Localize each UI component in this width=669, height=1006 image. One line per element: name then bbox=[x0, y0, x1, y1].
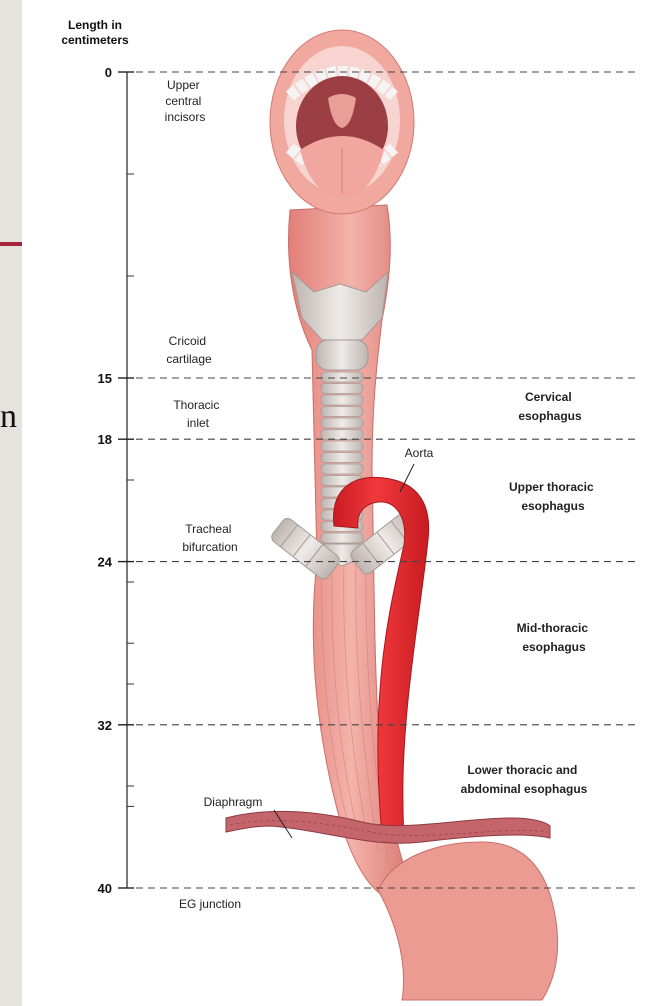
label-thoracic-inlet: Thoracic inlet bbox=[173, 398, 222, 430]
label-aorta: Aorta bbox=[405, 446, 434, 460]
trachea-ring bbox=[321, 418, 363, 428]
label-cricoid-cartilage: Cricoid cartilage bbox=[166, 334, 212, 366]
esophagus-diagram-panel: 0 15 18 24 32 40 Length in centimeters bbox=[22, 0, 669, 1006]
trachea-ring bbox=[321, 453, 363, 463]
segment-upper-thoracic: Upper thoracic esophagus bbox=[509, 480, 597, 513]
scale-tick-label: 18 bbox=[98, 432, 112, 447]
segment-cervical: Cervical esophagus bbox=[518, 390, 582, 423]
scale-title-line2: centimeters bbox=[61, 33, 129, 47]
slide-text-fragment: n bbox=[0, 398, 17, 436]
trachea-ring bbox=[321, 384, 363, 394]
stomach bbox=[378, 842, 558, 1000]
scale-tick-label: 15 bbox=[98, 371, 112, 386]
trachea-ring bbox=[321, 395, 363, 405]
segment-lower-thoracic-abdominal: Lower thoracic and abdominal esophagus bbox=[461, 763, 588, 796]
slide-background bbox=[0, 0, 22, 1006]
esophagus-diagram: 0 15 18 24 32 40 Length in centimeters bbox=[22, 0, 669, 1006]
trachea bbox=[321, 372, 363, 566]
trachea-ring bbox=[321, 407, 363, 417]
scale-tick-label: 40 bbox=[98, 881, 112, 896]
trachea-ring bbox=[321, 372, 363, 382]
label-eg-junction: EG junction bbox=[179, 897, 241, 911]
scale-minor-ticks bbox=[127, 174, 134, 806]
trachea-ring bbox=[321, 464, 363, 474]
trachea-ring bbox=[321, 533, 363, 543]
label-diaphragm: Diaphragm bbox=[204, 795, 263, 809]
trachea-ring bbox=[321, 441, 363, 451]
scale-tick-label: 32 bbox=[98, 718, 112, 733]
scale-tick-label: 0 bbox=[105, 65, 112, 80]
scale-title-line1: Length in bbox=[68, 18, 122, 32]
cricoid-ring bbox=[316, 340, 368, 370]
label-incisors: Upper central incisors bbox=[165, 78, 206, 124]
label-tracheal-bifurcation: Tracheal bifurcation bbox=[182, 522, 237, 554]
scale-tick-label: 24 bbox=[98, 555, 113, 570]
trachea-ring bbox=[321, 430, 363, 440]
segment-mid-thoracic: Mid-thoracic esophagus bbox=[517, 621, 592, 654]
slide-accent-bar bbox=[0, 242, 24, 246]
